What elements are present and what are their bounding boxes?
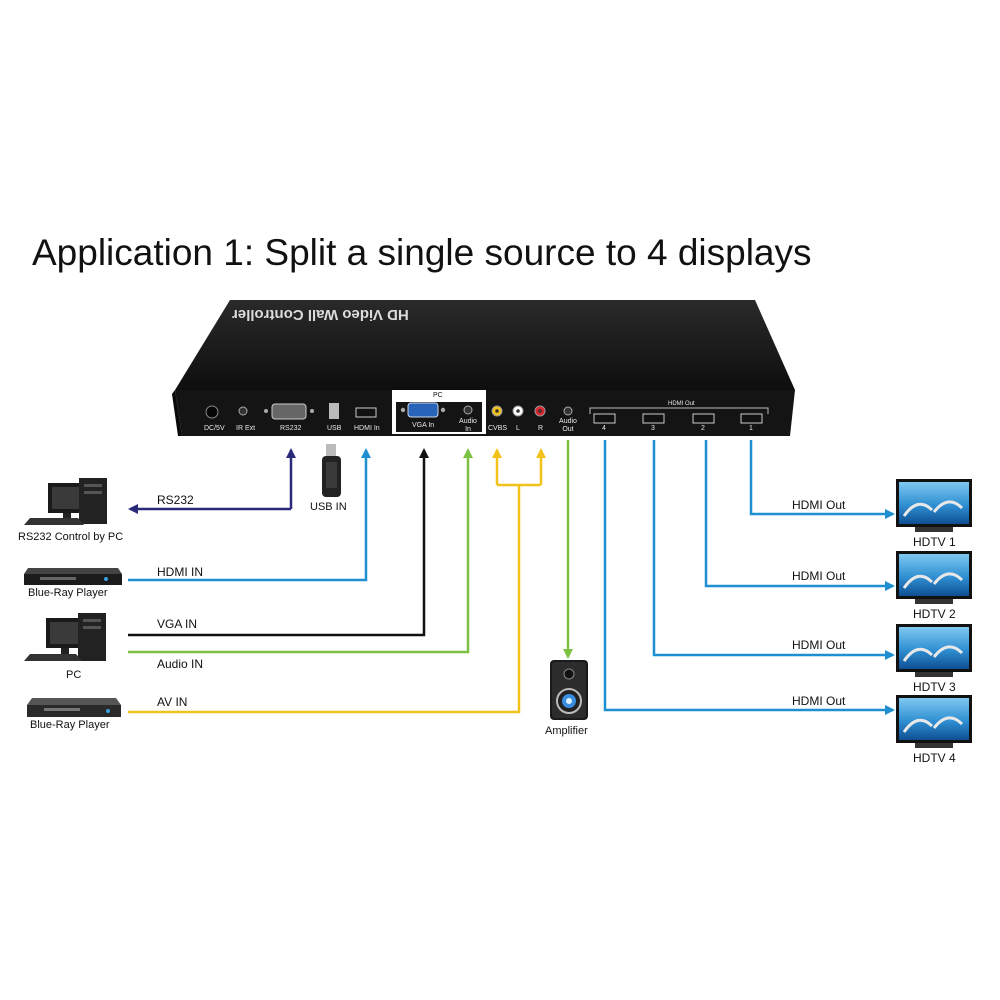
port-label-rs232: RS232 (280, 425, 302, 432)
source-label-bluray-1: Blue-Ray Player (28, 587, 108, 599)
display-label-hdtv-2: HDTV 2 (913, 607, 956, 621)
audio-in-line (128, 448, 473, 654)
usb-port (329, 403, 339, 419)
hdmi-in-line (128, 448, 371, 582)
display-label-hdtv-4: HDTV 4 (913, 751, 956, 765)
av-in-line (128, 485, 521, 714)
port-label-audio-in: Audio In (459, 418, 477, 433)
source-label-pc: PC (66, 669, 82, 681)
dc-port (205, 405, 219, 419)
source-label-usb: USB IN (310, 501, 347, 513)
port-label-out-2: 2 (701, 425, 705, 432)
connection-lines (128, 440, 895, 715)
port-label-out-3: 3 (651, 425, 655, 432)
amplifier-icon (550, 660, 588, 720)
hdmi-out-2-line (704, 440, 895, 591)
port-label-hdmi-out-group: HDMI Out (668, 401, 695, 407)
diagram-title: Application 1: Split a single source to … (32, 232, 812, 273)
bluray-player-icon (24, 568, 122, 585)
connection-label-hdmi-out-4: HDMI Out (792, 694, 846, 708)
hdmi-out-3-port (642, 413, 665, 424)
hdtv-1-icon (896, 479, 972, 532)
hdtv-2-icon (896, 551, 972, 604)
hdmi-out-2-port (692, 413, 715, 424)
port-label-pc-group: PC (433, 392, 443, 399)
bluray-player-2-icon (27, 698, 121, 717)
port-label-out-1: 1 (749, 425, 753, 432)
rs232-pc-icon (24, 478, 107, 525)
ir-port (238, 406, 248, 416)
display-label-hdtv-1: HDTV 1 (913, 535, 956, 549)
hdmi-out-1-line (749, 440, 895, 519)
audio-in-port (463, 405, 473, 415)
usb-stick-icon (322, 444, 341, 497)
connection-label-av-in: AV IN (157, 695, 188, 709)
hdtv-3-icon (896, 624, 972, 677)
port-label-hdmi-in: HDMI In (354, 425, 380, 432)
hdmi-in-port (355, 407, 377, 418)
audio-out-port (563, 406, 573, 416)
hdmi-out-3-line (652, 440, 895, 660)
source-label-amplifier: Amplifier (545, 725, 588, 737)
hdtv-4-icon (896, 695, 972, 748)
connection-label-hdmi-out-3: HDMI Out (792, 638, 846, 652)
connection-label-hdmi-in: HDMI IN (157, 565, 203, 579)
device-brand-label: HD Video Wall Controller (232, 306, 409, 323)
port-label-audio-out: Audio Out (559, 418, 577, 433)
vga-in-line (128, 448, 429, 637)
display-label-hdtv-3: HDTV 3 (913, 680, 956, 694)
source-label-rs232-pc: RS232 Control by PC (18, 531, 124, 543)
port-label-usb: USB (327, 425, 342, 432)
port-label-out-4: 4 (602, 425, 606, 432)
port-label-r: R (538, 425, 544, 432)
video-wall-controller (172, 300, 795, 436)
connection-label-rs232: RS232 (157, 493, 194, 507)
vga-in-port (407, 402, 439, 418)
connection-label-audio-in: Audio IN (157, 657, 204, 671)
connection-label-hdmi-out-2: HDMI Out (792, 569, 846, 583)
hdmi-out-1-port (740, 413, 763, 424)
port-label-l: L (516, 425, 520, 432)
hdmi-out-4-line (603, 440, 895, 715)
port-label-dc: DC/5V (204, 425, 225, 432)
port-label-vga-in: VGA In (412, 422, 435, 429)
source-label-bluray-2: Blue-Ray Player (30, 719, 110, 731)
connection-label-vga-in: VGA IN (157, 617, 198, 631)
hdmi-out-4-port (593, 413, 616, 424)
port-label-cvbs: CVBS (488, 425, 508, 432)
connection-label-hdmi-out-1: HDMI Out (792, 498, 846, 512)
port-label-ir: IR Ext (236, 425, 256, 432)
rs232-port (271, 403, 307, 420)
pc-icon (24, 613, 106, 661)
